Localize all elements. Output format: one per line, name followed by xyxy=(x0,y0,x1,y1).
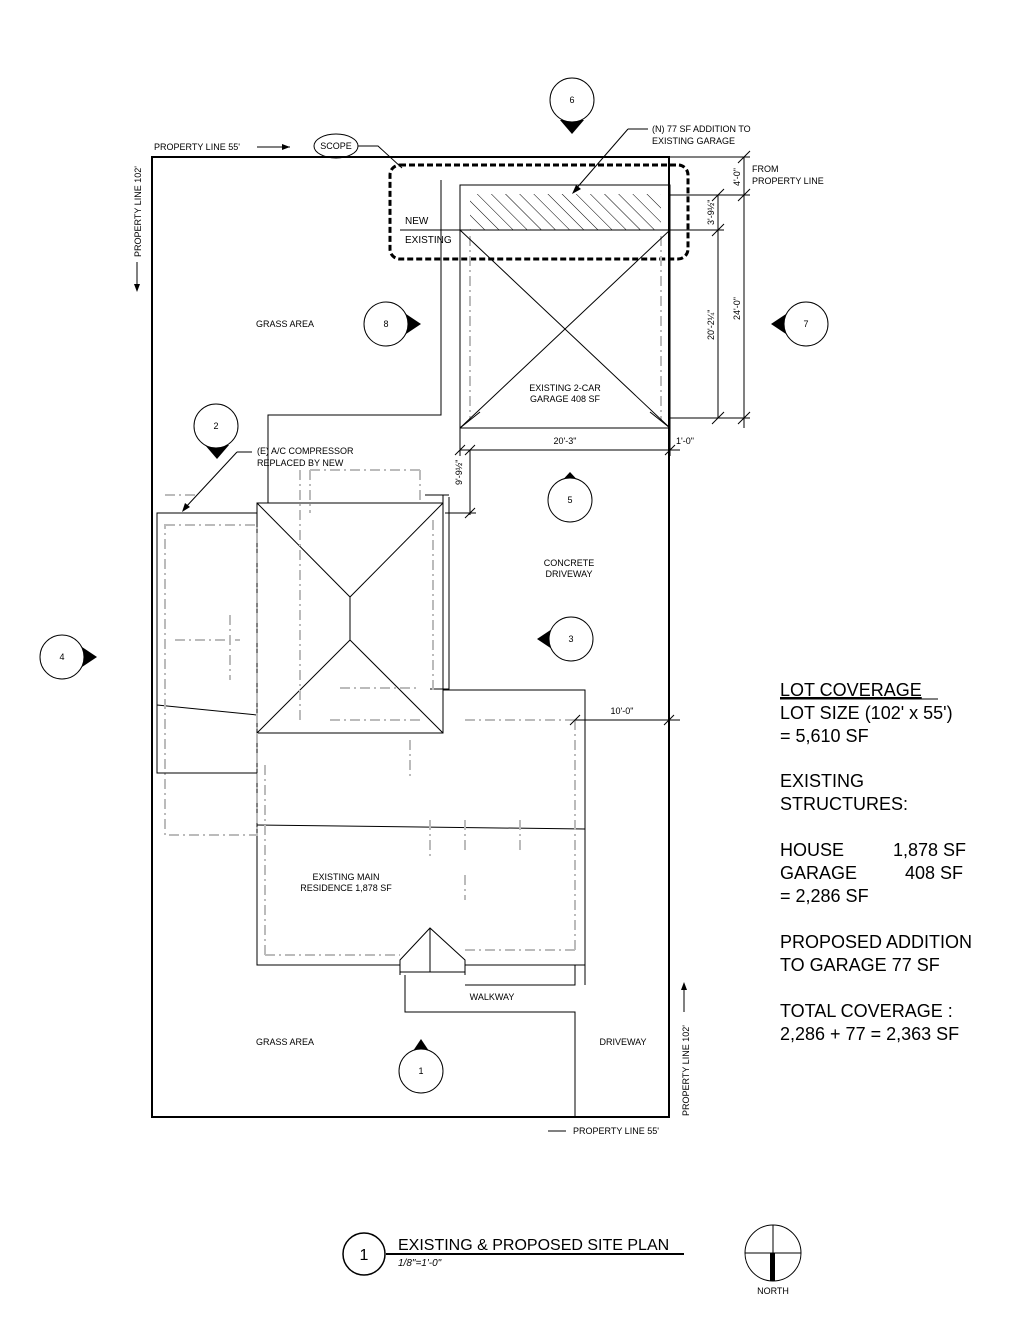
property-line-top-label: PROPERTY LINE 55' xyxy=(154,142,240,152)
property-line-right-label: PROPERTY LINE 102' xyxy=(681,1025,691,1116)
view-marker-8: 8 xyxy=(363,301,421,347)
svg-text:4: 4 xyxy=(59,652,64,662)
dim-9-9: 9'-9½" xyxy=(454,460,464,485)
garage-addition-hatch xyxy=(470,194,661,230)
dim-3-9: 3'-9½" xyxy=(706,200,716,225)
garage-label-1: EXISTING 2-CAR xyxy=(529,383,601,393)
svg-text:2: 2 xyxy=(213,421,218,431)
dim-4-0: 4'-0" xyxy=(732,168,742,186)
lot-coverage-notes: LOT COVERAGE LOT SIZE (102' x 55') = 5,6… xyxy=(780,680,972,1044)
concrete-driveway-2: DRIVEWAY xyxy=(545,569,592,579)
north-label: NORTH xyxy=(757,1286,789,1296)
driveway-label: DRIVEWAY xyxy=(599,1037,646,1047)
concrete-driveway-1: CONCRETE xyxy=(544,558,595,568)
property-boundary xyxy=(151,156,670,1118)
dim-1-0: 1'-0" xyxy=(676,436,694,446)
existing-label: EXISTING xyxy=(405,235,452,246)
svg-text:EXISTING: EXISTING xyxy=(780,771,864,791)
dim-20-2: 20'-2¼" xyxy=(706,310,716,340)
svg-text:PROPOSED ADDITION: PROPOSED ADDITION xyxy=(780,932,972,952)
svg-text:8: 8 xyxy=(383,319,388,329)
svg-text:= 2,286 SF: = 2,286 SF xyxy=(780,886,869,906)
svg-text:7: 7 xyxy=(803,319,808,329)
ac-callout-2: REPLACED BY NEW xyxy=(257,458,344,468)
residence-label-1: EXISTING MAIN xyxy=(312,872,379,882)
from-pl-callout-2: PROPERTY LINE xyxy=(752,176,824,186)
main-residence xyxy=(156,469,586,986)
property-line-bottom-label: PROPERTY LINE 55' xyxy=(573,1126,659,1136)
grass-area-top: GRASS AREA xyxy=(256,319,314,329)
svg-text:TOTAL COVERAGE :: TOTAL COVERAGE : xyxy=(780,1001,953,1021)
walkway-label: WALKWAY xyxy=(470,992,515,1002)
dim-24-0: 24'-0" xyxy=(732,297,742,320)
svg-text:408 SF: 408 SF xyxy=(905,863,963,883)
svg-text:LOT SIZE (102' x 55'): LOT SIZE (102' x 55') xyxy=(780,703,953,723)
svg-text:= 5,610 SF: = 5,610 SF xyxy=(780,726,869,746)
addition-callout-1: (N) 77 SF ADDITION TO xyxy=(652,124,751,134)
svg-text:GARAGE: GARAGE xyxy=(780,863,857,883)
view-marker-2: 2 xyxy=(193,403,239,459)
svg-text:6: 6 xyxy=(569,95,574,105)
coverage-heading: LOT COVERAGE xyxy=(780,680,922,700)
property-line-left-label: PROPERTY LINE 102' xyxy=(133,166,143,257)
view-marker-5: 5 xyxy=(547,472,593,523)
svg-text:3: 3 xyxy=(568,634,573,644)
svg-text:1,878 SF: 1,878 SF xyxy=(893,840,966,860)
garage-label-2: GARAGE 408 SF xyxy=(530,394,601,404)
north-arrow: NORTH xyxy=(744,1224,802,1296)
svg-text:2,286 + 77 = 2,363 SF: 2,286 + 77 = 2,363 SF xyxy=(780,1024,959,1044)
view-marker-7: 7 xyxy=(771,301,829,347)
drawing-scale: 1/8"=1'-0" xyxy=(398,1258,442,1269)
drawing-title: EXISTING & PROPOSED SITE PLAN xyxy=(398,1237,669,1254)
svg-text:TO GARAGE 77 SF: TO GARAGE 77 SF xyxy=(780,955,940,975)
view-marker-3: 3 xyxy=(537,616,594,662)
drawing-number: 1 xyxy=(360,1247,369,1264)
view-marker-1: 1 xyxy=(398,1039,444,1094)
scope-tag-label: SCOPE xyxy=(320,141,352,151)
svg-text:5: 5 xyxy=(567,495,572,505)
dim-20-3: 20'-3" xyxy=(554,436,577,446)
ac-callout-1: (E) A/C COMPRESSOR xyxy=(257,446,354,456)
addition-callout-2: EXISTING GARAGE xyxy=(652,136,735,146)
view-marker-6: 6 xyxy=(549,77,595,134)
svg-text:STRUCTURES:: STRUCTURES: xyxy=(780,794,908,814)
view-marker-4: 4 xyxy=(39,634,97,680)
garage-outline xyxy=(459,184,671,429)
dim-10-0: 10'-0" xyxy=(611,706,634,716)
new-label: NEW xyxy=(405,216,429,227)
scope-boundary xyxy=(388,163,690,261)
svg-text:1: 1 xyxy=(418,1066,423,1076)
grass-area-bottom: GRASS AREA xyxy=(256,1037,314,1047)
svg-text:HOUSE: HOUSE xyxy=(780,840,844,860)
from-pl-callout-1: FROM xyxy=(752,164,779,174)
residence-label-2: RESIDENCE 1,878 SF xyxy=(300,883,392,893)
drawing-title-block: 1 EXISTING & PROPOSED SITE PLAN 1/8"=1'-… xyxy=(342,1232,684,1276)
